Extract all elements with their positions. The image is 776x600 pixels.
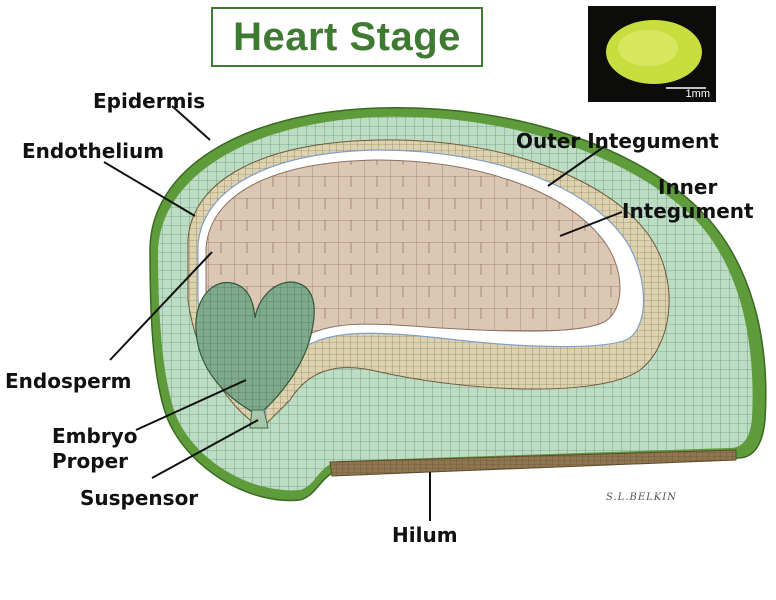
artist-signature: S.L.BELKIN: [606, 492, 677, 503]
label-embryo-proper-line1: Embryo: [52, 424, 138, 448]
label-hilum: Hilum: [392, 523, 458, 547]
label-endosperm: Endosperm: [5, 369, 132, 393]
label-outer-integument: Outer Integument: [516, 129, 719, 153]
label-suspensor: Suspensor: [80, 486, 199, 510]
page-title: Heart Stage: [233, 14, 461, 59]
label-inner-integument-line1: Inner: [658, 175, 718, 199]
label-inner-integument-line2: Integument: [622, 199, 754, 223]
label-epidermis: Epidermis: [93, 89, 206, 113]
hilum-strip: [329, 449, 737, 477]
leader-lines: [103, 105, 623, 521]
embryo-proper: [195, 281, 315, 414]
seed-photo-image: [606, 20, 706, 89]
suspensor: [249, 409, 269, 429]
label-embryo-proper-line2: Proper: [52, 449, 129, 473]
label-endothelium: Endothelium: [22, 139, 165, 163]
scale-bar-label: 1mm: [685, 88, 710, 100]
seed-photo: 1mm: [588, 6, 716, 102]
title-box: Heart Stage: [211, 7, 483, 67]
